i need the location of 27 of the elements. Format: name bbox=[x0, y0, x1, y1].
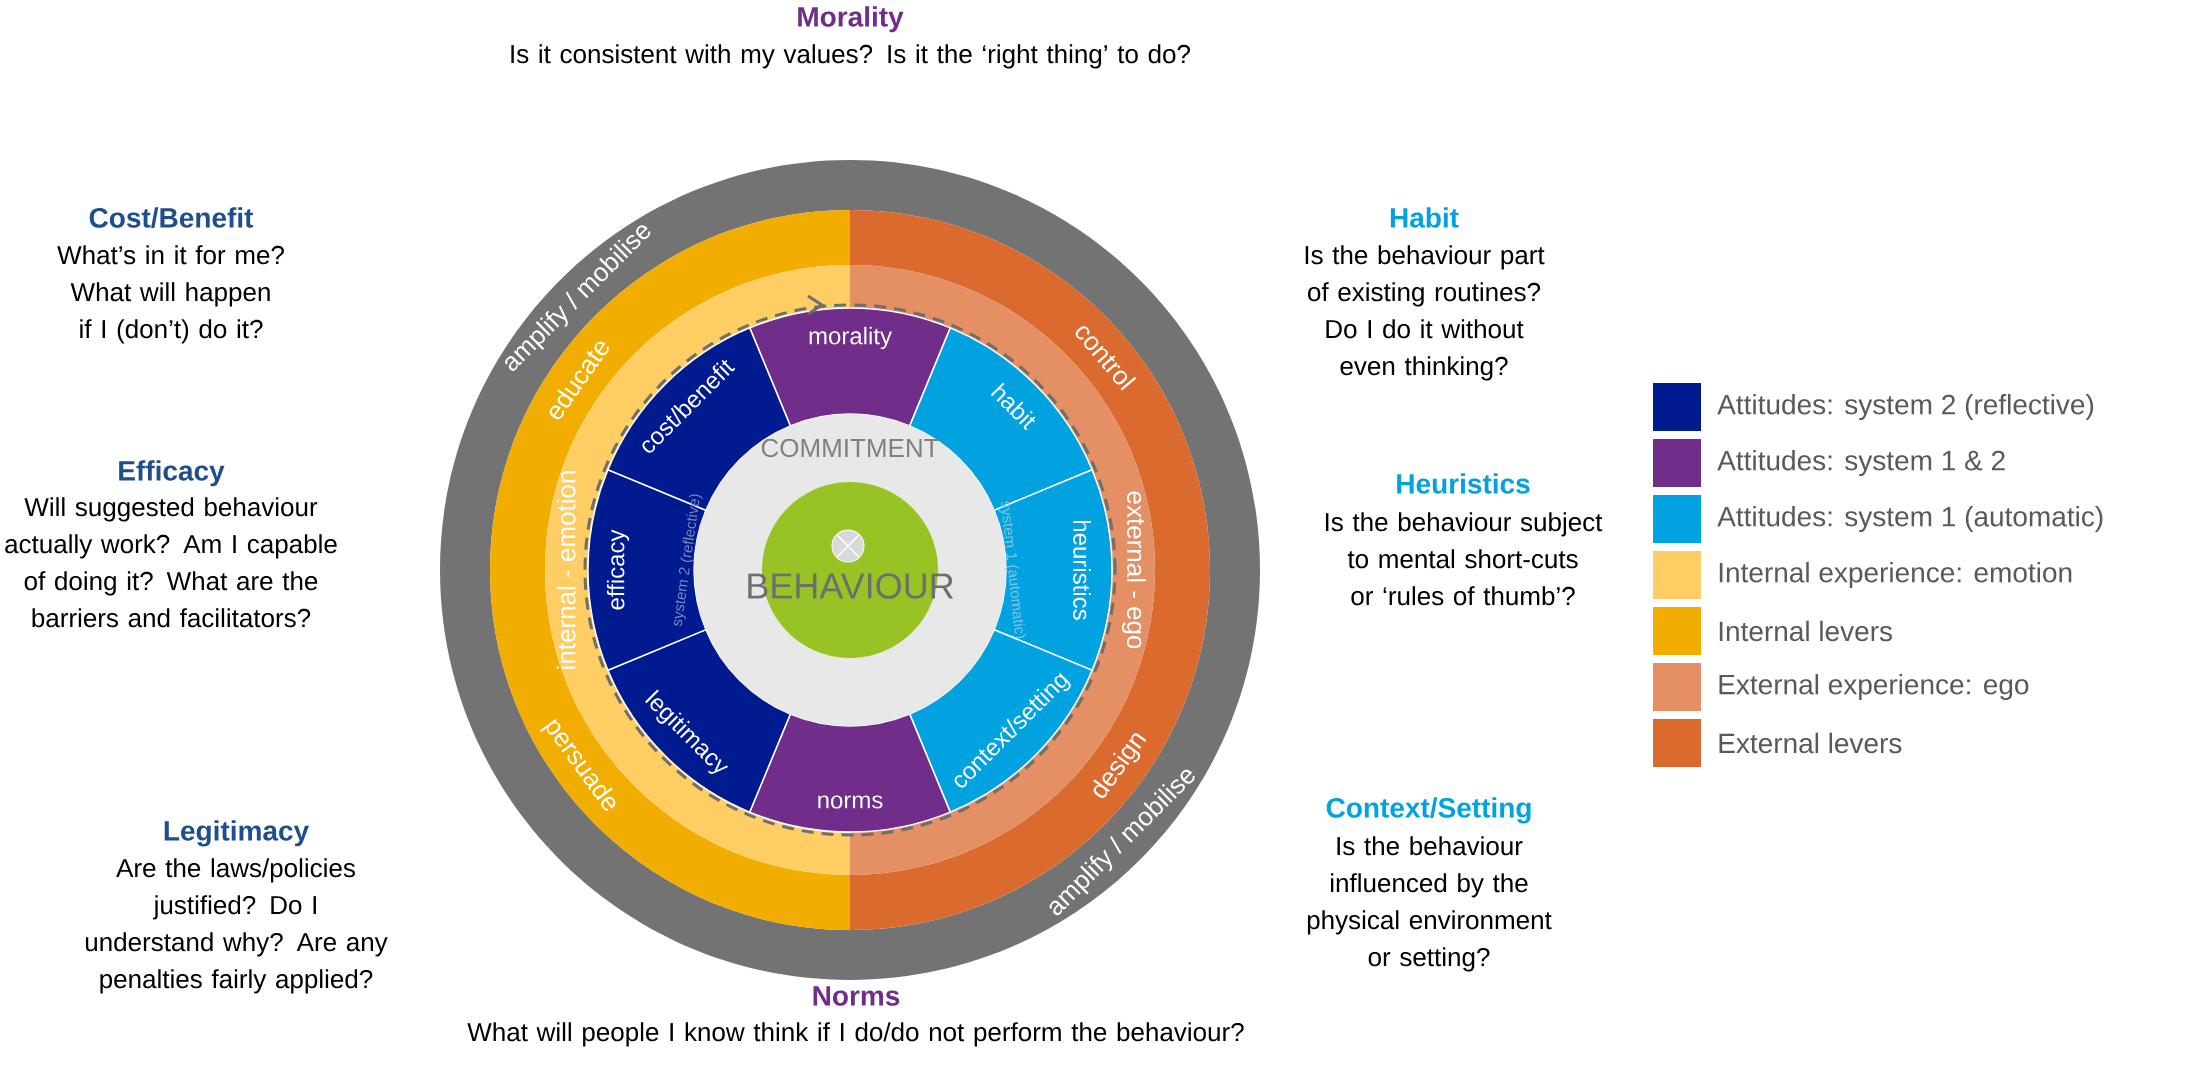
question-text: Is the behaviour subject to mental short-cuts or ‘rules of thumb’? bbox=[1325, 512, 1603, 606]
heading: Norms bbox=[813, 986, 900, 1006]
legend-label: Attitudes: system 1 & 2 bbox=[1717, 449, 2005, 477]
wheel-segment: norms bbox=[748, 713, 951, 833]
heading: Morality bbox=[798, 6, 904, 33]
heading: Heuristics bbox=[1397, 473, 1530, 494]
legend-label: Attitudes: system 2 (reflective) bbox=[1717, 393, 2094, 421]
legend-label: Internal levers bbox=[1719, 620, 1892, 642]
legend-label: Attitudes: system 1 (automatic) bbox=[1717, 505, 2103, 533]
heading: Efficacy bbox=[119, 460, 225, 487]
question-text: Is the behaviour part of existing routines? Do I do it without even thinking? bbox=[1305, 245, 1545, 381]
heading: Habit bbox=[1390, 207, 1459, 228]
wheel-segment: morality bbox=[749, 307, 952, 427]
legend-label: External levers bbox=[1719, 732, 1902, 754]
question-text: Are the laws/policies justified? Do I understand why? Are any penalties fairly applied? bbox=[85, 858, 388, 994]
question-text: What will people I know think if I do/do not perform the behaviour? bbox=[467, 1022, 1244, 1047]
legend-label: External experience: ego bbox=[1719, 673, 2029, 701]
question-text: Is the behaviour influenced by the physical environment or setting? bbox=[1307, 836, 1552, 972]
node-label: efficacy bbox=[606, 529, 630, 610]
question-text: Will suggested behaviour actually work? Am I capable of doing it? What are the barriers and facilitators? bbox=[5, 497, 337, 628]
legend-label: Internal experience: emotion bbox=[1719, 561, 2072, 589]
heading: Cost/Benefit bbox=[89, 207, 254, 229]
node-label: heuristics bbox=[1073, 520, 1091, 620]
heading: Legitimacy bbox=[164, 820, 309, 847]
question-text: Is it consistent with my values? Is it the ‘right thing’ to do? bbox=[511, 44, 1190, 69]
question-text: What’s in it for me? What will happen if I (don’t) do it? bbox=[57, 245, 284, 344]
heading: Context/Setting bbox=[1326, 797, 1531, 824]
